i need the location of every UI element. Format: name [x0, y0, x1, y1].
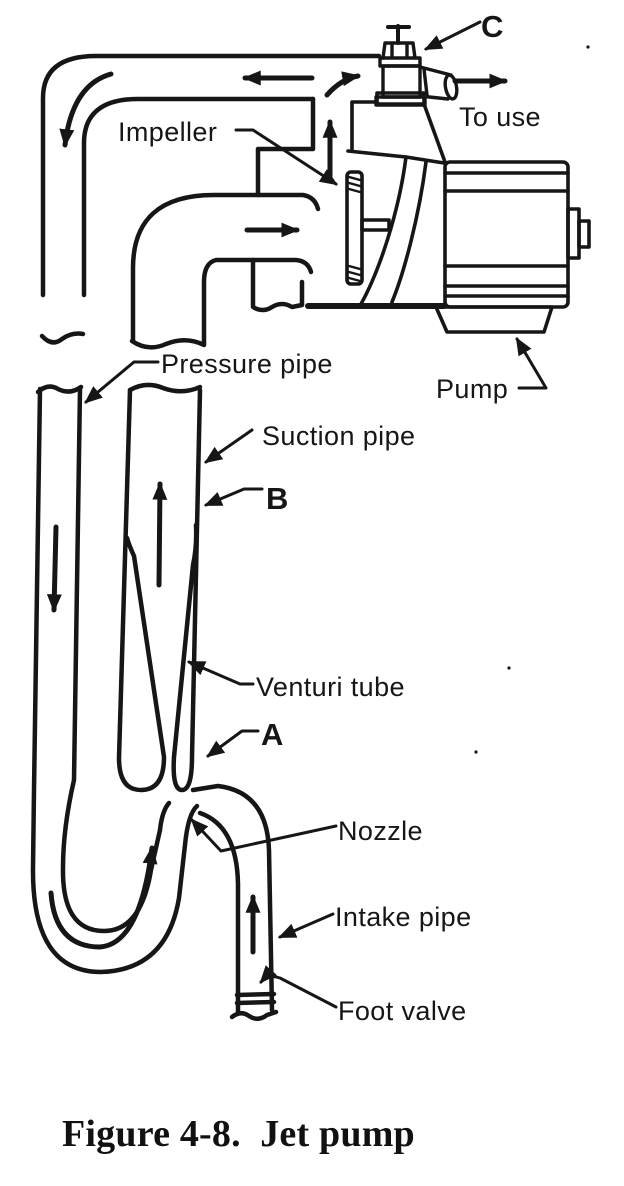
figure-caption: Figure 4-8. Jet pump — [62, 1113, 415, 1155]
label-pressure-pipe: Pressure pipe — [161, 349, 333, 379]
label-intake-pipe: Intake pipe — [335, 902, 472, 932]
leader-impeller — [234, 128, 338, 186]
leader-pump — [515, 337, 548, 390]
flow-arrow-to-valve — [324, 71, 361, 98]
label-b: B — [266, 481, 289, 516]
flow-arrow-ubend — [48, 845, 158, 950]
discharge-stub-end — [443, 73, 459, 101]
leader-c — [423, 20, 482, 51]
impeller-hatch — [347, 175, 362, 283]
suction-elbow-upper — [130, 192, 321, 344]
label-to-use: To use — [459, 102, 541, 132]
motor-shaft-cap — [577, 219, 591, 249]
casing-volute-curve — [359, 155, 408, 306]
impeller-hub — [360, 218, 391, 232]
pressure-pipe-outer-low — [30, 386, 200, 975]
flow-arrow-up-venturi — [152, 481, 168, 588]
label-nozzle: Nozzle — [338, 816, 423, 846]
label-a: A — [261, 717, 284, 752]
label-pump: Pump — [436, 374, 508, 404]
leader-a — [206, 729, 260, 758]
valve-bottom-flange — [374, 95, 427, 107]
flow-arrows — [46, 70, 508, 955]
leader-lines — [84, 20, 548, 1009]
valve-stem — [386, 24, 411, 45]
casing-top-slant — [346, 149, 446, 165]
leader-intake-pipe — [277, 912, 335, 939]
label-impeller: Impeller — [118, 117, 217, 147]
leader-foot-valve — [259, 965, 338, 1009]
casing-neck — [350, 100, 379, 151]
suction-elbow-lower — [201, 257, 314, 347]
pipes — [30, 53, 382, 1021]
valve-packing-nut — [381, 41, 417, 60]
flow-arrow-down-elbow — [59, 71, 114, 148]
discharge-stub — [418, 65, 453, 101]
valve-assembly — [374, 24, 459, 107]
pressure-pipe-outer-top — [40, 53, 382, 298]
intake-elbow-outer — [190, 783, 275, 1013]
intake-elbow-inner — [197, 810, 241, 1015]
scan-specks — [474, 45, 590, 754]
speck — [474, 750, 478, 754]
suction-left-venturi — [116, 387, 167, 793]
casing-neck-right — [422, 102, 447, 164]
pressure-pipe-inner-low — [60, 386, 172, 934]
foot-valve-disc — [234, 991, 277, 1006]
label-suction-pipe: Suction pipe — [262, 421, 415, 451]
speck — [586, 45, 590, 49]
casing-break-block — [250, 257, 305, 313]
casing-step — [255, 96, 316, 198]
leader-pressure-pipe — [84, 360, 160, 404]
motor-bands — [443, 171, 570, 298]
label-foot-valve: Foot valve — [338, 996, 467, 1026]
pipe-break — [35, 384, 84, 395]
pipe-break — [129, 338, 207, 350]
leader-venturi-tube — [186, 660, 255, 686]
pipe-break — [127, 382, 203, 394]
speck — [507, 666, 511, 670]
suction-right-venturi — [171, 387, 203, 793]
pipe-break — [229, 1009, 279, 1021]
pipe-break — [39, 331, 86, 345]
flow-arrow-down-pressure — [46, 524, 62, 613]
label-venturi-tube: Venturi tube — [256, 672, 405, 702]
casing-volute-curve — [390, 160, 428, 304]
leader-nozzle — [190, 818, 338, 853]
leader-b — [203, 487, 264, 507]
pump-base — [434, 305, 554, 334]
pressure-pipe-inner-top — [81, 96, 316, 298]
leader-suction-pipe — [204, 428, 254, 464]
pump-assembly — [305, 91, 591, 334]
label-c: C — [481, 9, 504, 44]
labels: C To use Impeller Pressure pipe Pump Suc… — [62, 9, 541, 1155]
